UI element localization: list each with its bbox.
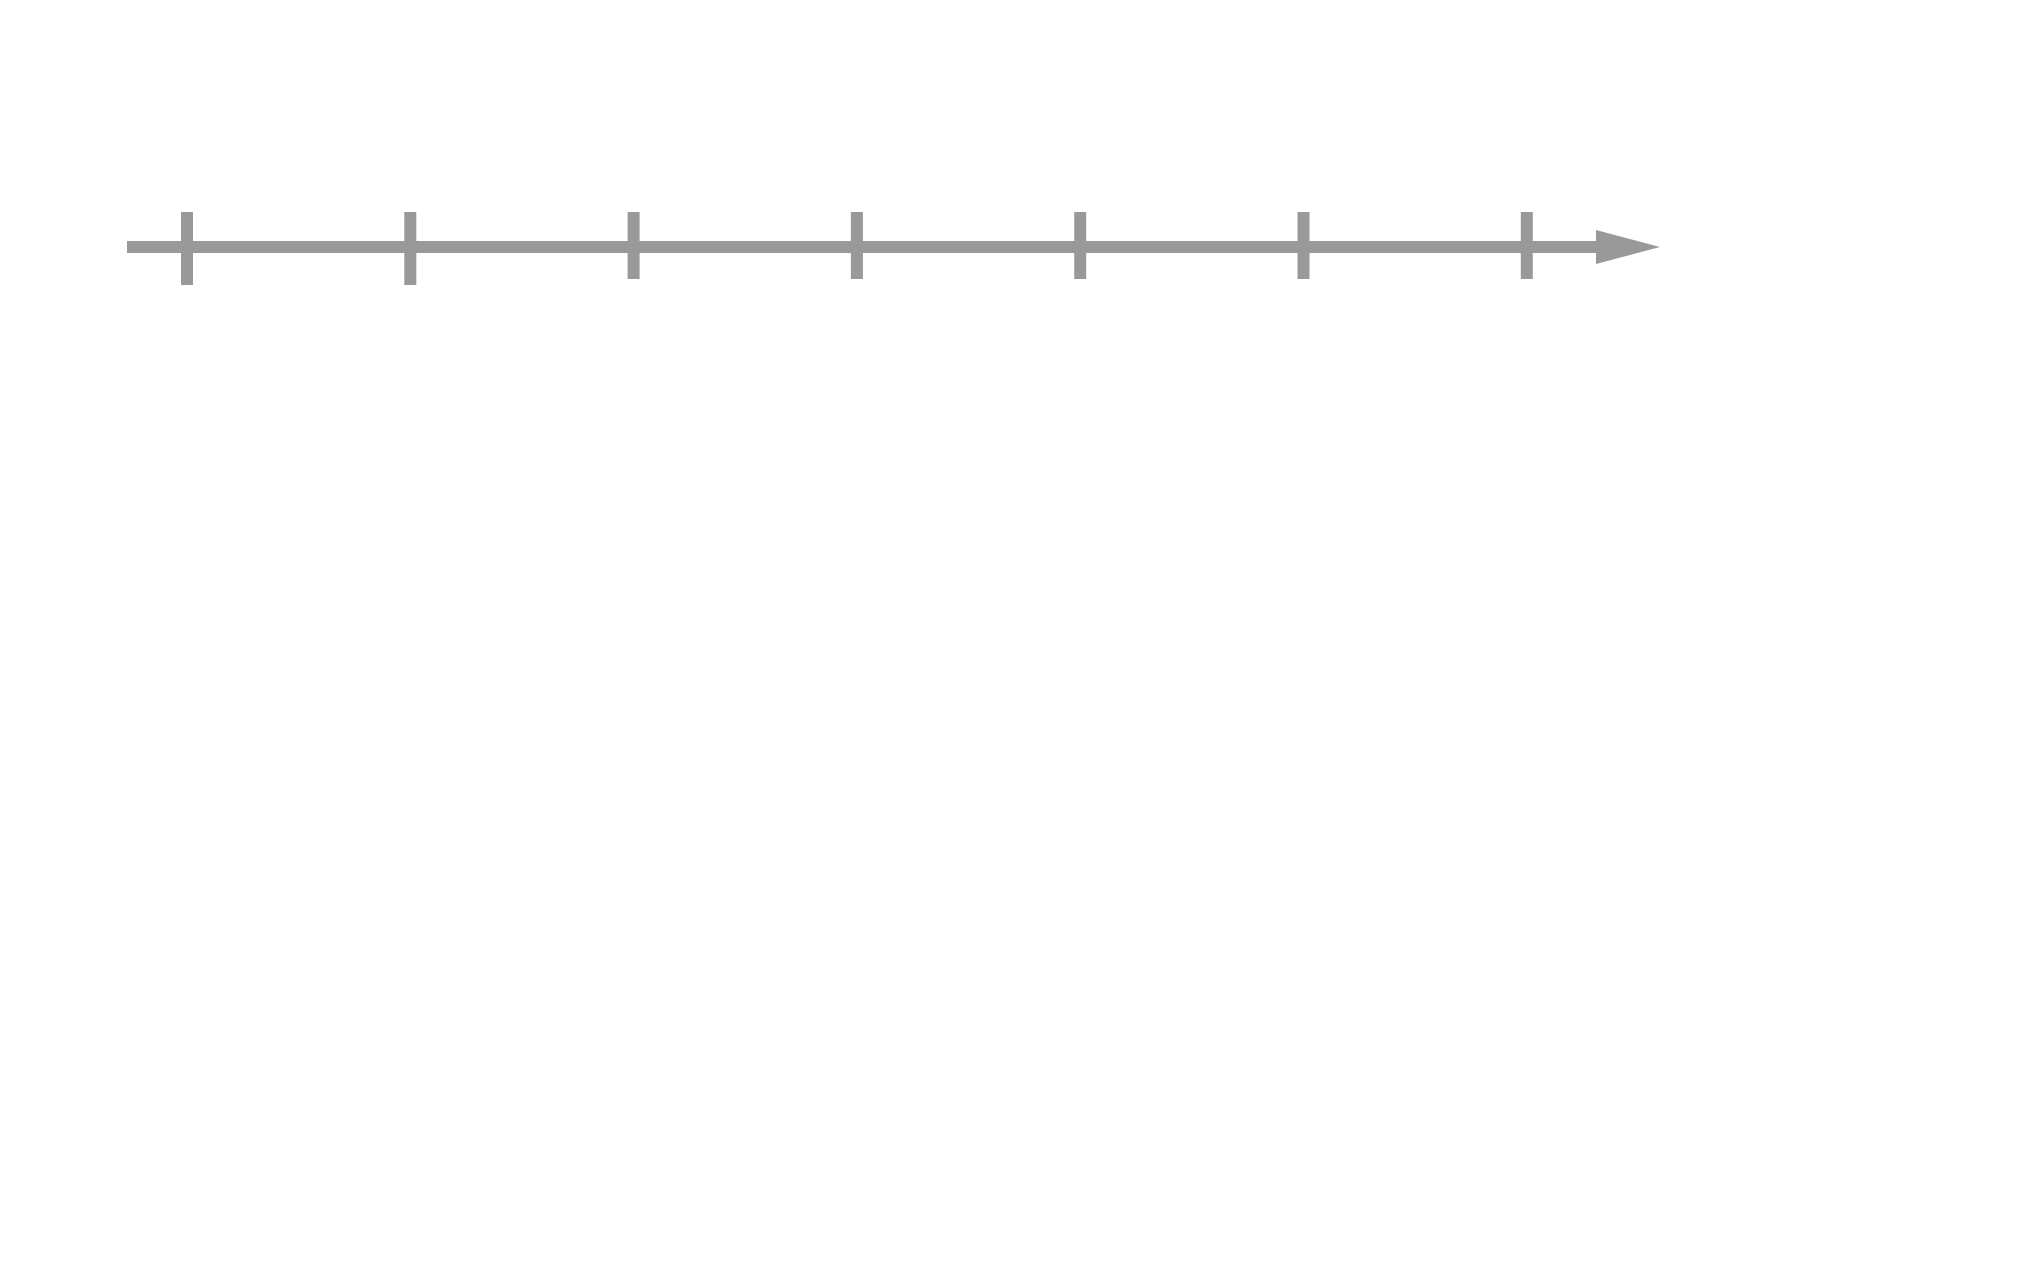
timeline-ticks xyxy=(181,212,1533,285)
timeline-axis-group xyxy=(127,212,1660,285)
arrowhead-icon xyxy=(1596,230,1660,264)
